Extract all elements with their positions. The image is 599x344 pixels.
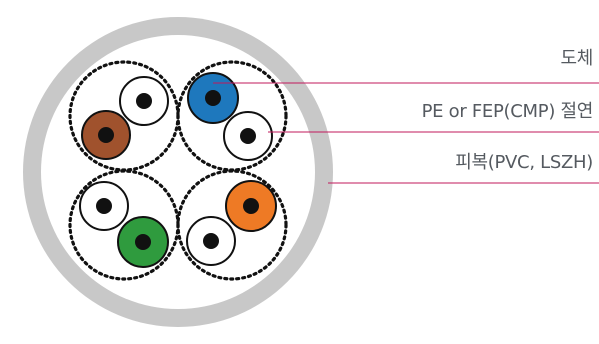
conductor bbox=[135, 234, 151, 250]
green-pair bbox=[79, 181, 169, 268]
orange-pair bbox=[186, 180, 277, 266]
conductor bbox=[243, 198, 259, 214]
jacket-label: 피복(PVC, LSZH) bbox=[455, 152, 593, 173]
conductor bbox=[96, 198, 112, 214]
insulation-label: PE or FEP(CMP) 절연 bbox=[421, 101, 594, 122]
blue-pair bbox=[187, 72, 273, 161]
conductor-label: 도체 bbox=[560, 48, 593, 69]
conductor bbox=[98, 127, 114, 143]
conductor bbox=[240, 128, 256, 144]
conductor bbox=[205, 90, 221, 106]
brown-pair bbox=[81, 76, 169, 160]
conductor bbox=[203, 233, 219, 249]
cable-interior bbox=[41, 35, 315, 309]
conductor bbox=[136, 93, 152, 109]
pair-shield-bottom-right bbox=[176, 169, 288, 281]
